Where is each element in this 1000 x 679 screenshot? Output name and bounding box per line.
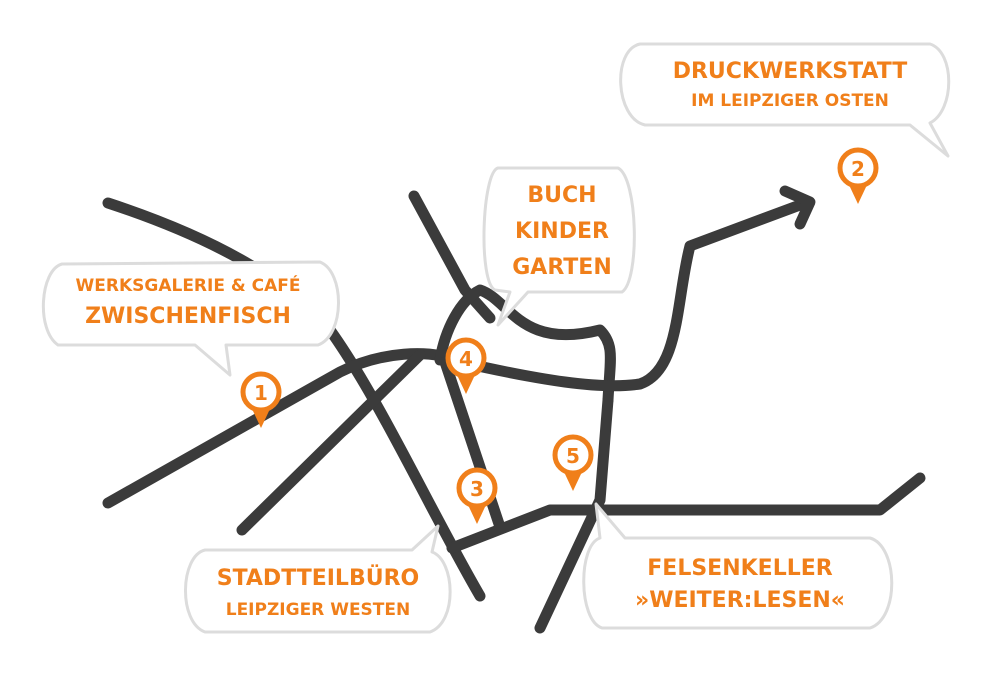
callout-buchkindergarten-bubble [482, 166, 636, 327]
callout-felsenkeller-line2: »WEITER:LESEN« [635, 588, 845, 613]
marker-4-number: 4 [459, 347, 473, 371]
map-pin-icon [850, 187, 866, 204]
callout-druckwerkstatt-bubble [619, 42, 951, 158]
marker-5-ring [552, 434, 594, 476]
road-west-diagonal [102, 348, 466, 509]
callout-druckwerkstatt[interactable]: DRUCKWERKSTATT IM LEIPZIGER OSTEN [619, 42, 951, 158]
marker-3-number: 3 [470, 477, 484, 501]
callout-stadtteilbuero-bubble [184, 524, 452, 634]
marker-1-number: 1 [254, 381, 268, 405]
road-central-loop [434, 284, 616, 406]
map-pin-icon [469, 507, 485, 524]
marker-4-ring [445, 337, 487, 379]
marker-5-number: 5 [566, 444, 580, 468]
callout-buchkindergarten-line2: KINDER [515, 219, 609, 244]
marker-1-ring [240, 371, 282, 413]
marker-1[interactable]: 1 [240, 371, 282, 428]
callout-stadtteilbuero-line2: LEIPZIGER WESTEN [226, 600, 411, 620]
marker-2-number: 2 [851, 157, 865, 181]
marker-3-ring [456, 467, 498, 509]
callout-felsenkeller[interactable]: FELSENKELLER »WEITER:LESEN« [582, 502, 894, 630]
callout-felsenkeller-bubble [582, 502, 894, 630]
marker-5[interactable]: 5 [552, 434, 594, 491]
callout-stadtteilbuero[interactable]: STADTTEILBÜRO LEIPZIGER WESTEN [184, 524, 452, 634]
marker-4[interactable]: 4 [445, 337, 487, 394]
road-southeast-horizontal [446, 472, 926, 554]
callout-buchkindergarten-line3: GARTEN [512, 255, 611, 280]
map-pin-icon [565, 474, 581, 491]
callout-werksgalerie-line1: WERKSGALERIE & CAFÉ [76, 274, 301, 296]
road-arrow-head [779, 185, 816, 230]
callout-werksgalerie-line2: ZWISCHENFISCH [85, 304, 291, 329]
callout-felsenkeller-line1: FELSENKELLER [647, 556, 833, 581]
callout-stadtteilbuero-line1: STADTTEILBÜRO [217, 565, 419, 591]
marker-3[interactable]: 3 [456, 467, 498, 524]
marker-2[interactable]: 2 [837, 147, 879, 204]
callout-buchkindergarten[interactable]: BUCH KINDER GARTEN [482, 166, 636, 327]
map-pin-icon [253, 411, 269, 428]
road-east-arrow-route [454, 199, 806, 392]
callout-werksgalerie[interactable]: WERKSGALERIE & CAFÉ ZWISCHENFISCH [41, 260, 340, 377]
road-north-vertical [408, 190, 496, 324]
map-pin-icon [458, 377, 474, 394]
callout-druckwerkstatt-line1: DRUCKWERKSTATT [673, 59, 908, 84]
marker-2-ring [837, 147, 879, 189]
road-south-spine [534, 394, 614, 634]
callout-buchkindergarten-line1: BUCH [527, 183, 596, 208]
callout-druckwerkstatt-line2: IM LEIPZIGER OSTEN [691, 91, 889, 111]
road-southwest-diagonal [236, 349, 426, 536]
callout-werksgalerie-bubble [41, 260, 340, 377]
